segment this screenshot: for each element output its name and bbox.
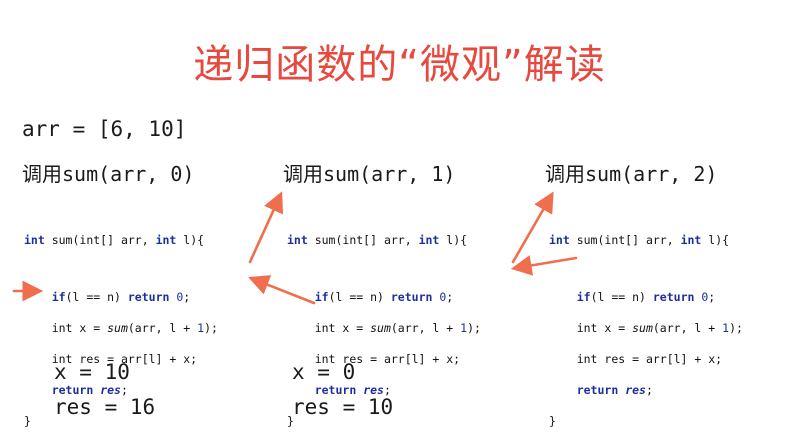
call-prefix: 调用 — [545, 162, 585, 186]
page-title: 递归函数的“微观”解读 — [193, 42, 606, 88]
code-if-line: if(l == n) return 0; — [51, 290, 191, 304]
call-expression: sum(arr, 2) — [585, 162, 718, 186]
call-label-0: 调用sum(arr, 0) — [22, 158, 194, 187]
call-prefix: 调用 — [22, 162, 62, 186]
code-block-2: int sum(int[] arr, int l){ if(l == n) re… — [549, 217, 743, 445]
code-return-line: return res; — [51, 383, 128, 397]
call-arrow-2 — [511, 191, 554, 264]
flow-arrows — [12, 191, 578, 305]
result-res-0: res = 16 — [54, 395, 156, 419]
call-expression: sum(arr, 0) — [62, 162, 195, 186]
call-prefix: 调用 — [283, 162, 323, 186]
code-if-line: if(l == n) return 0; — [576, 290, 716, 304]
code-if-line: if(l == n) return 0; — [314, 290, 454, 304]
code-res-line: int res = arr[l] + x; — [576, 352, 723, 366]
array-declaration: arr = [6, 10] — [22, 117, 187, 141]
result-x-1: x = 0 — [292, 360, 356, 384]
result-x-0: x = 10 — [54, 360, 130, 384]
result-res-1: res = 10 — [292, 395, 394, 419]
code-x-line: int x = sum(arr, l + 1); — [576, 321, 743, 335]
code-return-line: return res; — [576, 383, 653, 397]
code-signature: int sum(int[] arr, int l){ — [549, 232, 730, 247]
code-return-line: return res; — [314, 383, 391, 397]
code-signature: int sum(int[] arr, int l){ — [24, 232, 205, 247]
code-res-line: int res = arr[l] + x; — [314, 352, 461, 366]
code-close: } — [287, 414, 294, 428]
code-x-line: int x = sum(arr, l + 1); — [51, 321, 218, 335]
code-block-1: int sum(int[] arr, int l){ if(l == n) re… — [287, 217, 481, 445]
call-expression: sum(arr, 1) — [323, 162, 456, 186]
call-label-1: 调用sum(arr, 1) — [283, 158, 455, 187]
return-arrow-1 — [248, 275, 316, 305]
code-signature: int sum(int[] arr, int l){ — [287, 232, 468, 247]
return-arrow-2 — [510, 255, 578, 276]
call-arrow-1 — [248, 191, 284, 264]
code-close: } — [549, 414, 556, 428]
code-x-line: int x = sum(arr, l + 1); — [314, 321, 481, 335]
code-close: } — [24, 414, 31, 428]
call-label-2: 调用sum(arr, 2) — [545, 158, 717, 187]
code-block-0: int sum(int[] arr, int l){ if(l == n) re… — [24, 217, 218, 445]
code-res-line: int res = arr[l] + x; — [51, 352, 198, 366]
